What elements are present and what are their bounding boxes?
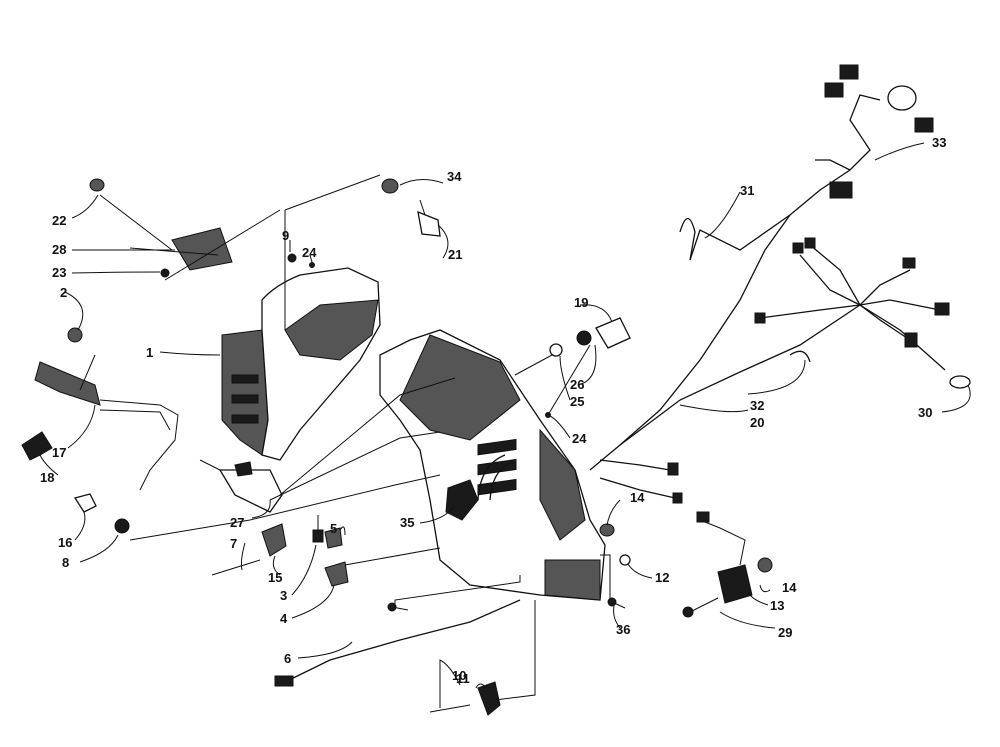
wiring-harness bbox=[589, 64, 971, 504]
callout-labels: 1 2 3 4 5 6 7 8 9 10 11 12 13 14 14 15 1… bbox=[40, 135, 946, 683]
callout-25: 25 bbox=[570, 394, 584, 409]
callout-8: 8 bbox=[62, 555, 69, 570]
callout-6: 6 bbox=[284, 651, 291, 666]
callout-2: 2 bbox=[60, 285, 67, 300]
callout-35: 35 bbox=[400, 515, 414, 530]
callout-20: 20 bbox=[750, 415, 764, 430]
callout-3: 3 bbox=[280, 588, 287, 603]
callout-32: 32 bbox=[750, 398, 764, 413]
callout-5: 5 bbox=[330, 521, 337, 536]
callout-34: 34 bbox=[447, 169, 462, 184]
callout-24-right: 24 bbox=[572, 431, 587, 446]
callout-1: 1 bbox=[146, 345, 153, 360]
callout-19: 19 bbox=[574, 295, 588, 310]
callout-17: 17 bbox=[52, 445, 66, 460]
callout-4: 4 bbox=[280, 611, 288, 626]
callout-36: 36 bbox=[616, 622, 630, 637]
callout-14-left: 14 bbox=[630, 490, 645, 505]
callout-24-top: 24 bbox=[302, 245, 317, 260]
callout-11-visible: 11 bbox=[456, 671, 470, 686]
callout-22: 22 bbox=[52, 213, 66, 228]
callout-31: 31 bbox=[740, 183, 754, 198]
callout-18: 18 bbox=[40, 470, 54, 485]
callout-26: 26 bbox=[570, 377, 584, 392]
callout-13: 13 bbox=[770, 598, 784, 613]
leader-lines bbox=[39, 142, 971, 708]
callout-12: 12 bbox=[655, 570, 669, 585]
callout-27: 27 bbox=[230, 515, 244, 530]
callout-14-right: 14 bbox=[782, 580, 797, 595]
callout-30: 30 bbox=[918, 405, 932, 420]
callout-29: 29 bbox=[778, 625, 792, 640]
small-parts bbox=[21, 178, 773, 716]
callout-7: 7 bbox=[230, 536, 237, 551]
callout-10: 10 bbox=[452, 668, 466, 683]
callout-21: 21 bbox=[448, 247, 462, 262]
callout-33: 33 bbox=[932, 135, 946, 150]
callout-28: 28 bbox=[52, 242, 66, 257]
console-housing bbox=[221, 267, 606, 601]
callout-16: 16 bbox=[58, 535, 72, 550]
callout-15: 15 bbox=[268, 570, 282, 585]
callout-9: 9 bbox=[282, 228, 289, 243]
assembly-lines bbox=[79, 174, 611, 701]
callout-23: 23 bbox=[52, 265, 66, 280]
